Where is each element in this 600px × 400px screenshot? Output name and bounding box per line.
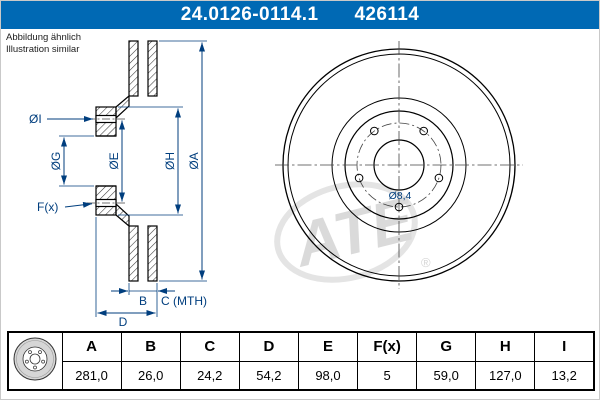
disc-thumbnail-image (13, 337, 57, 380)
note-german: Abbildung ähnlich (6, 32, 82, 43)
f-leader (64, 201, 93, 208)
watermark-swirl (274, 181, 418, 283)
col-header-e: E (297, 331, 359, 362)
label-f: F(x) (37, 200, 58, 214)
col-header-f: F(x) (357, 331, 418, 362)
col-header-h: H (475, 331, 536, 362)
cross-section-view (95, 40, 158, 282)
col-header-c: C (179, 331, 240, 362)
col-header-i: I (534, 331, 595, 362)
bolt-hole (434, 173, 444, 183)
bolt-hole (354, 173, 364, 183)
bolt-hole (419, 126, 429, 136)
value-i: 13,2 (534, 360, 595, 391)
value-e: 98,0 (297, 360, 359, 391)
dimension-labels: ØI ØG ØE ØH ØA F(x) B C (MTH) D (29, 112, 207, 329)
disc-thumbnail-cell (7, 331, 63, 391)
similar-note: Abbildung ähnlich Illustration similar (6, 32, 81, 55)
label-b: B (139, 294, 147, 308)
col-header-g: G (416, 331, 477, 362)
bottom-ring-inner-plate (147, 225, 158, 282)
top-ring-inner-plate (147, 40, 158, 97)
hole-centerlines (87, 118, 125, 204)
label-dia-e: ØE (107, 152, 121, 169)
value-f: 5 (357, 360, 418, 391)
col-header-d: D (238, 331, 299, 362)
value-b: 26,0 (120, 360, 181, 391)
label-dia-a: ØA (187, 152, 201, 169)
label-dia-h: ØH (163, 152, 177, 170)
note-english: Illustration similar (6, 43, 80, 55)
value-a: 281,0 (61, 360, 122, 391)
value-g: 59,0 (416, 360, 477, 391)
table-value-row: 281,0 26,0 24,2 54,2 98,0 5 59,0 127,0 1… (8, 360, 595, 391)
bottom-ring-outer-plate (128, 225, 139, 282)
table-header-row: A B C D E F(x) G H I (7, 331, 595, 391)
label-d: D (119, 315, 128, 329)
label-dia-g: ØG (49, 152, 63, 171)
value-h: 127,0 (475, 360, 536, 391)
col-header-b: B (120, 331, 181, 362)
top-ring-outer-plate (128, 40, 139, 97)
value-c: 24,2 (179, 360, 240, 391)
label-dia-i: ØI (29, 112, 42, 126)
dimensions-table: A B C D E F(x) G H I 281,0 26,0 24,2 54,… (7, 331, 595, 391)
technical-drawing: ATE ® (29, 40, 523, 329)
label-hole-diameter: Ø8,4 (389, 190, 412, 202)
article-number: 426114 (354, 4, 420, 25)
dimension-lines (47, 40, 207, 317)
bolt-hole (394, 202, 404, 212)
col-header-a: A (61, 331, 122, 362)
label-c: C (MTH) (161, 294, 207, 308)
bolt-hole (370, 126, 379, 136)
value-d: 54,2 (238, 360, 299, 391)
header-bar: 24.0126-0114.1 426114 (1, 1, 599, 29)
front-view (275, 41, 523, 289)
part-number: 24.0126-0114.1 (180, 4, 319, 25)
watermark-registered: ® (421, 255, 431, 270)
